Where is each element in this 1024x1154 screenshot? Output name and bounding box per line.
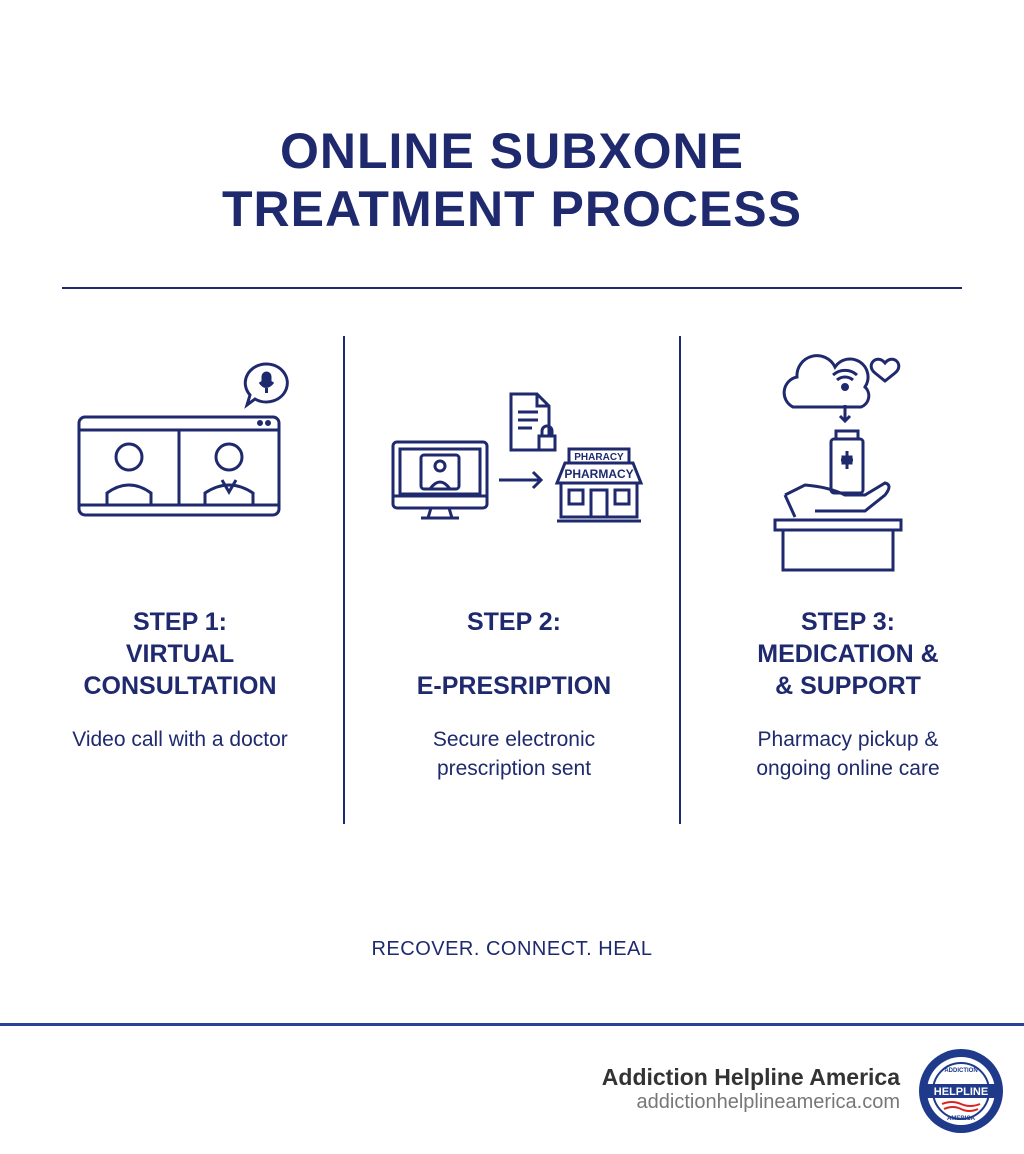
column-divider: [679, 336, 681, 824]
brand-name: Addiction Helpline America: [601, 1064, 900, 1090]
step-title-line: E-PRESRIPTION: [416, 672, 612, 700]
pharmacy-sign: PHARMACY: [564, 467, 633, 481]
svg-text:AMERICA: AMERICA: [947, 1116, 976, 1122]
svg-text:ADDICTION: ADDICTION: [944, 1068, 977, 1074]
desc-line: ongoing online care: [756, 757, 940, 780]
title-line-1: ONLINE SUBXONE: [279, 123, 745, 179]
desc-line: Video call with a doctor: [72, 728, 288, 751]
desc-line: Pharmacy pickup &: [757, 728, 939, 751]
step-title-line: [349, 638, 679, 670]
svg-text:HELPLINE: HELPLINE: [934, 1086, 988, 1098]
desc-line: Secure electronic: [432, 728, 596, 751]
step-2-heading: STEP 2: E-PRESRIPTION: [349, 606, 679, 702]
brand-url[interactable]: addictionhelplineamerica.com: [636, 1091, 900, 1113]
step-3-description: Pharmacy pickup & ongoing online care: [683, 725, 1013, 783]
footer-divider: [0, 1023, 1024, 1026]
step-3-heading: STEP 3: MEDICATION & & SUPPORT: [683, 606, 1013, 702]
video-call-icon: [77, 362, 289, 517]
column-divider: [343, 336, 345, 824]
step-title-line: MEDICATION &: [757, 640, 939, 668]
step-label: STEP 2:: [466, 608, 562, 636]
helpline-logo: HELPLINE ADDICTION AMERICA: [919, 1049, 1003, 1133]
step-label: STEP 1:: [132, 608, 228, 636]
title-divider: [62, 287, 962, 289]
e-prescription-icon: PHARACY PHARMACY: [391, 392, 644, 523]
tagline: RECOVER. CONNECT. HEAL: [371, 938, 653, 960]
step-1-heading: STEP 1: VIRTUAL CONSULTATION: [15, 606, 345, 702]
medication-support-icon: [773, 354, 903, 572]
step-title-line: & SUPPORT: [775, 672, 921, 700]
step-title-line: VIRTUAL: [125, 640, 235, 668]
step-title-line: CONSULTATION: [83, 672, 277, 700]
step-label: STEP 3:: [800, 608, 896, 636]
desc-line: prescription sent: [436, 757, 592, 780]
footer-brand: Addiction Helpline America addictionhelp…: [602, 1064, 900, 1114]
step-1-description: Video call with a doctor: [15, 725, 345, 754]
page-title: ONLINE SUBXONE TREATMENT PROCESS: [0, 122, 1024, 238]
step-2-description: Secure electronic prescription sent: [349, 725, 679, 783]
title-line-2: TREATMENT PROCESS: [222, 181, 802, 237]
pharmacy-sign-top: PHARACY: [574, 452, 624, 463]
